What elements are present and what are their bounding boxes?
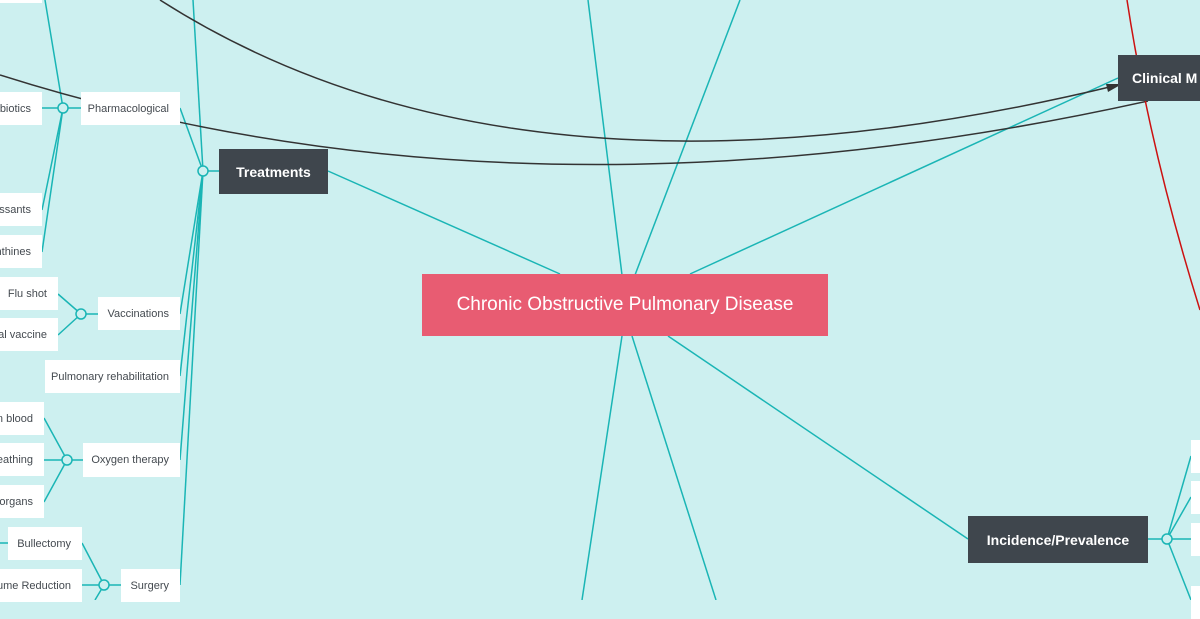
node-suppressants[interactable]: essants <box>0 193 42 226</box>
node-incidence-child[interactable] <box>1191 586 1200 619</box>
central-topic[interactable]: Chronic Obstructive Pulmonary Disease <box>422 274 828 336</box>
node-incidence-child[interactable] <box>1191 440 1200 473</box>
node-methylxanthines[interactable]: nthines <box>0 235 42 268</box>
node-antibiotics[interactable]: biotics <box>0 92 42 125</box>
node-oxygen-blood[interactable]: n blood <box>0 402 44 435</box>
node-organs[interactable]: organs <box>0 485 44 518</box>
node-vaccinations[interactable]: Vaccinations <box>98 297 180 330</box>
node-pharmacological[interactable]: Pharmacological <box>81 92 180 125</box>
node-oxygen-therapy[interactable]: Oxygen therapy <box>83 443 180 477</box>
node-lung-volume-reduction[interactable]: ume Reduction <box>0 569 82 602</box>
node-breathing[interactable]: eathing <box>0 443 44 476</box>
topic-treatments[interactable]: Treatments <box>219 149 328 194</box>
node-flu-shot[interactable]: Flu shot <box>0 277 58 310</box>
node-surgery[interactable]: Surgery <box>121 569 180 602</box>
node-bullectomy[interactable]: Bullectomy <box>8 527 82 560</box>
node-top-cut[interactable] <box>0 0 42 3</box>
topic-incidence-prevalence[interactable]: Incidence/Prevalence <box>968 516 1148 563</box>
node-pulmonary-rehabilitation[interactable]: Pulmonary rehabilitation <box>45 360 180 393</box>
topic-clinical[interactable]: Clinical M <box>1118 55 1200 101</box>
connector-lines <box>0 0 1200 600</box>
node-incidence-child[interactable] <box>1191 523 1200 556</box>
node-incidence-child[interactable] <box>1191 481 1200 514</box>
node-pneumococcal-vaccine[interactable]: al vaccine <box>0 318 58 351</box>
